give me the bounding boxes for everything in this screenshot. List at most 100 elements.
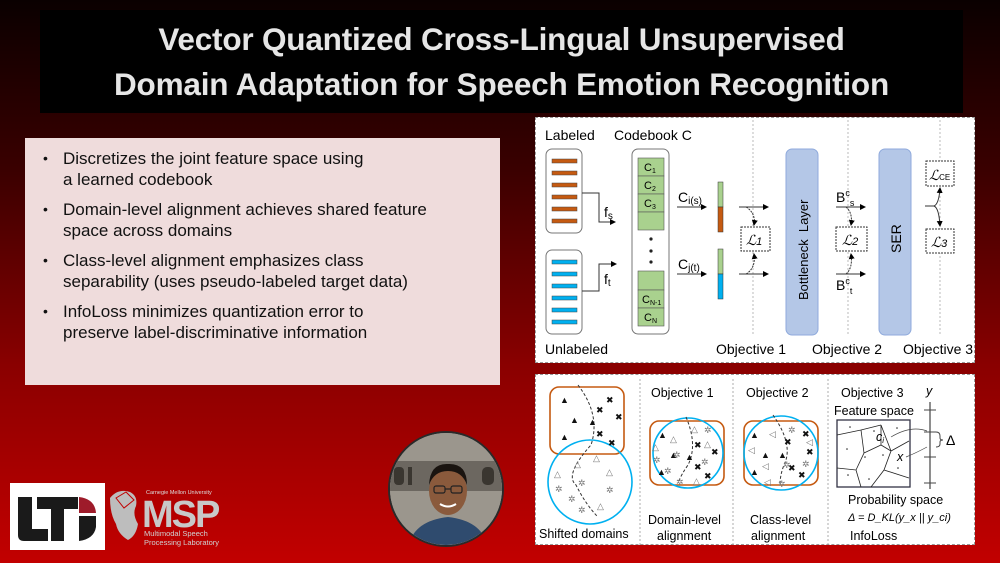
bullet-text: space across domains bbox=[63, 221, 233, 240]
code-sub: N bbox=[652, 318, 657, 325]
objective-2-illustration: Objective 2 ▲▲▲▲✖✖✖✖✖ ◁◁◁◁◁✲✲✲✲ Class-le… bbox=[743, 386, 819, 543]
msp-subtitle-2: Processing Laboratory bbox=[144, 538, 219, 547]
svg-text:✲: ✲ bbox=[788, 425, 796, 435]
svg-text:▲: ▲ bbox=[658, 430, 667, 440]
slide-title: Vector Quantized Cross-Lingual Unsupervi… bbox=[40, 10, 963, 113]
bullet-item: •Domain-level alignment achieves shared … bbox=[37, 199, 490, 241]
l2-box bbox=[835, 226, 868, 252]
presenter-photo bbox=[388, 431, 504, 547]
svg-text:✖: ✖ bbox=[798, 470, 806, 480]
ci-label: c bbox=[876, 430, 883, 444]
bullet-text: preserve label-discriminative informatio… bbox=[63, 323, 368, 342]
bottleneck-label: Bottleneck Layer bbox=[796, 199, 811, 300]
svg-text:✲: ✲ bbox=[606, 485, 614, 495]
svg-text:Ci(s): Ci(s) bbox=[678, 189, 702, 207]
svg-text:ℒCE: ℒCE bbox=[929, 167, 950, 183]
objective-2-caption-line2: alignment bbox=[751, 529, 806, 543]
bullet-text: Discretizes the joint feature space usin… bbox=[63, 149, 364, 168]
ft-sub: t bbox=[608, 278, 611, 289]
svg-text:△: △ bbox=[693, 476, 700, 486]
code-cn: C bbox=[644, 312, 652, 324]
svg-text:△: △ bbox=[670, 434, 677, 444]
svg-text:△: △ bbox=[691, 424, 698, 434]
svg-text:▲: ▲ bbox=[560, 395, 569, 405]
ser-block bbox=[878, 148, 912, 336]
svg-text:ft: ft bbox=[604, 271, 611, 289]
bullet-text: a learned codebook bbox=[63, 170, 213, 189]
svg-text:△: △ bbox=[652, 442, 659, 452]
bs-label: B bbox=[836, 189, 845, 205]
svg-text:C3: C3 bbox=[644, 198, 656, 211]
svg-text:CN-1: CN-1 bbox=[642, 294, 661, 307]
lce-sub: CE bbox=[939, 173, 950, 182]
svg-text:▲: ▲ bbox=[560, 432, 569, 442]
svg-text:✖: ✖ bbox=[788, 463, 796, 473]
l2-sub: 2 bbox=[851, 236, 858, 248]
svg-text:✖: ✖ bbox=[694, 462, 702, 472]
objective-1-title: Objective 1 bbox=[651, 386, 714, 400]
objective-2-caption-line1: Class-level bbox=[750, 513, 811, 527]
objective-3-title: Objective 3 bbox=[841, 386, 904, 400]
fs-sub: s bbox=[608, 211, 613, 222]
code-c1: C bbox=[644, 162, 652, 174]
bullet-dot-icon: • bbox=[43, 252, 48, 268]
svg-text:△: △ bbox=[606, 467, 613, 477]
ci-label: C bbox=[678, 189, 688, 205]
ser-label: SER bbox=[888, 224, 904, 253]
svg-text:✖: ✖ bbox=[806, 447, 814, 457]
svg-text:▲: ▲ bbox=[588, 417, 597, 427]
labeled-label: Labeled bbox=[545, 127, 595, 143]
svg-text:△: △ bbox=[574, 459, 581, 469]
svg-text:△: △ bbox=[704, 439, 711, 449]
svg-text:Bcs: Bcs bbox=[836, 188, 855, 208]
svg-text:✖: ✖ bbox=[802, 429, 810, 439]
svg-text:◁: ◁ bbox=[806, 437, 813, 447]
lce-label: ℒ bbox=[929, 167, 940, 183]
kl-formula: Δ = D_KL(y_x || y_ci) bbox=[847, 512, 951, 524]
svg-text:▲: ▲ bbox=[669, 450, 678, 460]
svg-text:◁: ◁ bbox=[764, 477, 771, 487]
svg-text:ci: ci bbox=[876, 430, 884, 445]
ci-sub: i bbox=[882, 436, 884, 445]
code-c3: C bbox=[644, 198, 652, 210]
msp-subtitle-1: Multimodal Speech bbox=[144, 529, 208, 538]
bullet-text: InfoLoss minimizes quantization error to bbox=[63, 302, 364, 321]
svg-text:CN: CN bbox=[644, 312, 657, 325]
svg-text:ℒ2: ℒ2 bbox=[842, 232, 858, 248]
msp-university-text: Carnegie Mellon University bbox=[146, 490, 212, 496]
l1-label: ℒ bbox=[746, 232, 757, 248]
svg-text:◁: ◁ bbox=[769, 429, 776, 439]
svg-text:✖: ✖ bbox=[615, 412, 623, 422]
title-line-2: Domain Adaptation for Speech Emotion Rec… bbox=[114, 65, 889, 102]
svg-text:✲: ✲ bbox=[673, 450, 681, 460]
svg-text:▲: ▲ bbox=[778, 450, 787, 460]
source-quantized-vector bbox=[717, 181, 724, 233]
bullet-item: •Discretizes the joint feature space usi… bbox=[37, 148, 490, 190]
bt-sup: c bbox=[845, 276, 850, 286]
svg-text:✖: ✖ bbox=[694, 440, 702, 450]
code-sub: 1 bbox=[652, 168, 656, 175]
svg-text:▲: ▲ bbox=[685, 452, 694, 462]
lti-logo bbox=[10, 483, 105, 550]
shifted-domains-illustration: ▲▲▲▲✖✖✖✖✖ △△△△△✲✲✲✲✲ Shifted domains bbox=[539, 384, 633, 541]
objective-1-label: Objective 1 bbox=[716, 341, 786, 357]
objective-1-caption-line2: alignment bbox=[657, 529, 712, 543]
svg-text:✖: ✖ bbox=[596, 405, 604, 415]
l1-box bbox=[740, 226, 771, 252]
objectives-diagram: ▲▲▲▲✖✖✖✖✖ △△△△△✲✲✲✲✲ Shifted domains Obj… bbox=[535, 374, 975, 545]
svg-text:ℒ3: ℒ3 bbox=[931, 234, 948, 250]
svg-text:✖: ✖ bbox=[606, 395, 614, 405]
svg-text:✲: ✲ bbox=[802, 459, 810, 469]
codebook: C1 C2 C3 CN-1 CN bbox=[631, 148, 670, 335]
svg-text:✖: ✖ bbox=[608, 438, 616, 448]
svg-text:✲: ✲ bbox=[578, 505, 586, 515]
unlabeled-label: Unlabeled bbox=[545, 341, 608, 357]
svg-text:◁: ◁ bbox=[748, 445, 755, 455]
infoloss-caption: InfoLoss bbox=[850, 529, 897, 543]
l3-label: ℒ bbox=[931, 234, 942, 250]
svg-text:✲: ✲ bbox=[578, 478, 586, 488]
l2-label: ℒ bbox=[842, 232, 853, 248]
svg-text:✲: ✲ bbox=[568, 494, 576, 504]
svg-text:✲: ✲ bbox=[783, 460, 791, 470]
svg-text:▲: ▲ bbox=[761, 450, 770, 460]
